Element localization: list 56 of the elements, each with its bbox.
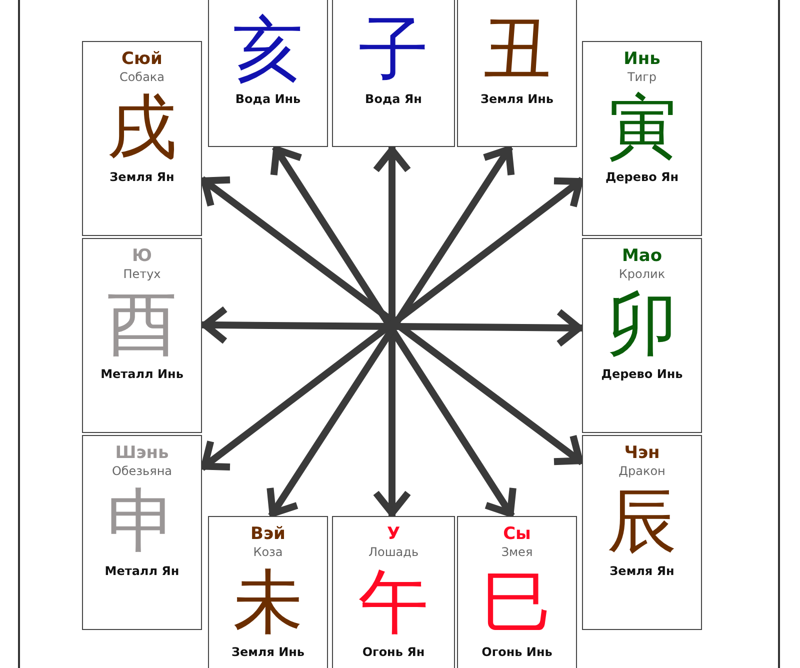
romanized-name: Мао (622, 246, 662, 266)
animal-name: Кролик (618, 266, 666, 282)
element-label: Дерево Инь (601, 366, 683, 382)
animal-name: Собака (119, 69, 165, 85)
card (582, 238, 702, 433)
card (582, 41, 702, 236)
card (208, 0, 328, 147)
branch-character: 子 (358, 7, 428, 91)
romanized-name: Ю (132, 246, 152, 266)
branch-character: 申 (107, 479, 177, 563)
romanized-name: Инь (624, 49, 660, 69)
animal-name: Обезьяна (112, 463, 172, 479)
branch-character: 午 (358, 560, 428, 644)
card (82, 435, 202, 630)
branch-character: 寅 (607, 85, 677, 169)
romanized-name: Чэн (624, 443, 660, 463)
element-label: Земля Ян (610, 563, 674, 579)
card (82, 238, 202, 433)
animal-name: Лошадь (368, 544, 419, 560)
animal-name: Коза (253, 544, 283, 560)
romanized-name: У (386, 524, 400, 544)
element-label: Дерево Ян (605, 169, 679, 185)
element-label: Огонь Инь (482, 644, 552, 660)
animal-name: Петух (123, 266, 161, 282)
branch-character: 巳 (482, 560, 552, 644)
animal-name: Дракон (618, 463, 666, 479)
card (457, 516, 577, 668)
branch-character: 丑 (482, 7, 552, 91)
branch-character: 未 (233, 560, 303, 644)
element-label: Земля Ян (110, 169, 174, 185)
double-headed-arrow (372, 146, 412, 516)
card (82, 41, 202, 236)
romanized-name: Сы (503, 524, 531, 544)
branch-character: 亥 (233, 7, 303, 91)
element-label: Вода Ян (365, 91, 422, 107)
element-label: Вода Инь (235, 91, 301, 107)
card (332, 0, 455, 147)
card (457, 0, 577, 147)
element-label: Металл Ян (104, 563, 180, 579)
animal-name: Змея (501, 544, 533, 560)
card (582, 435, 702, 630)
element-label: Огонь Ян (362, 644, 425, 660)
branch-character: 辰 (607, 479, 677, 563)
branch-character: 戌 (107, 85, 177, 169)
card (208, 516, 328, 668)
romanized-name: Сюй (122, 49, 162, 69)
animal-name: Тигр (627, 69, 657, 85)
element-label: Земля Инь (231, 644, 305, 660)
romanized-name: Шэнь (115, 443, 169, 463)
card (332, 516, 455, 668)
romanized-name: Вэй (250, 524, 286, 544)
branch-character: 卯 (607, 282, 677, 366)
element-label: Земля Инь (480, 91, 554, 107)
branch-character: 酉 (107, 282, 177, 366)
double-headed-arrow (202, 306, 582, 348)
element-label: Металл Инь (100, 366, 184, 382)
